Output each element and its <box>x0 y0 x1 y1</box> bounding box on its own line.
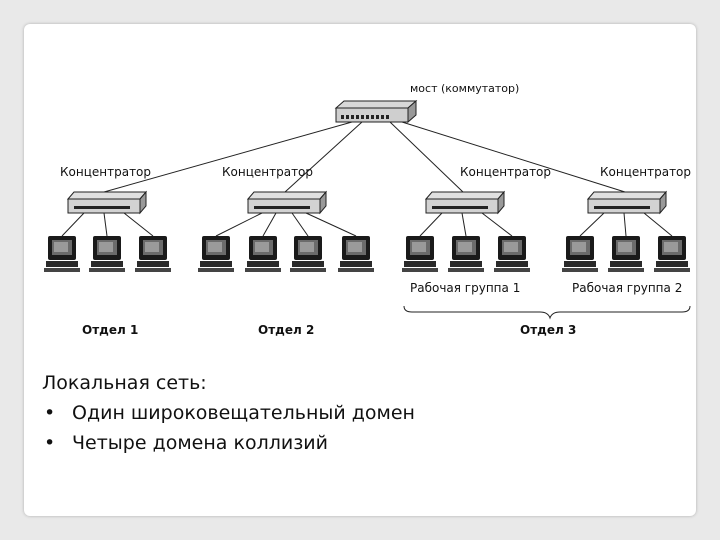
hub-label: Концентратор <box>460 165 551 179</box>
list-item-text: Один широковещательный домен <box>72 402 415 424</box>
hub-icon <box>66 190 148 215</box>
caption-list: • Один широковещательный домен • Четыре … <box>42 398 415 458</box>
computer-icon <box>562 236 598 272</box>
computer-icon <box>338 236 374 272</box>
workgroup-label: Рабочая группа 2 <box>572 281 682 295</box>
department-label: Отдел 2 <box>258 323 314 337</box>
caption-title: Локальная сеть: <box>42 372 207 394</box>
hub-computer-links <box>61 212 673 237</box>
computer-icon <box>245 236 281 272</box>
hub-label: Концентратор <box>222 165 313 179</box>
hub-icon <box>424 190 506 215</box>
bridge-switch-icon <box>334 99 418 124</box>
computer-icon <box>135 236 171 272</box>
computer-icon <box>198 236 234 272</box>
hub-label: Концентратор <box>600 165 691 179</box>
list-item: • Четыре домена коллизий <box>42 428 415 458</box>
computer-icon <box>494 236 530 272</box>
computer-icon <box>654 236 690 272</box>
workgroup-label: Рабочая группа 1 <box>410 281 520 295</box>
caption-block: Локальная сеть: • Один широковещательный… <box>42 368 415 458</box>
computer-icon <box>608 236 644 272</box>
hub-icon <box>586 190 668 215</box>
department-label: Отдел 3 <box>520 323 576 337</box>
bridge-label: мост (коммутатор) <box>410 82 519 95</box>
computer-icon <box>448 236 484 272</box>
computer-icon <box>89 236 125 272</box>
hub-icon <box>246 190 328 215</box>
computer-icon <box>44 236 80 272</box>
computer-icon <box>290 236 326 272</box>
department-brace <box>403 305 691 320</box>
bridge-hub-links <box>103 121 626 193</box>
hub-label: Концентратор <box>60 165 151 179</box>
bullet-symbol: • <box>44 402 56 424</box>
list-item: • Один широковещательный домен <box>42 398 415 428</box>
network-diagram: мост (коммутатор) Концентратор Концентра… <box>44 82 691 337</box>
bullet-symbol: • <box>44 432 56 454</box>
department-label: Отдел 1 <box>82 323 138 337</box>
computer-icon <box>402 236 438 272</box>
list-item-text: Четыре домена коллизий <box>72 432 328 454</box>
